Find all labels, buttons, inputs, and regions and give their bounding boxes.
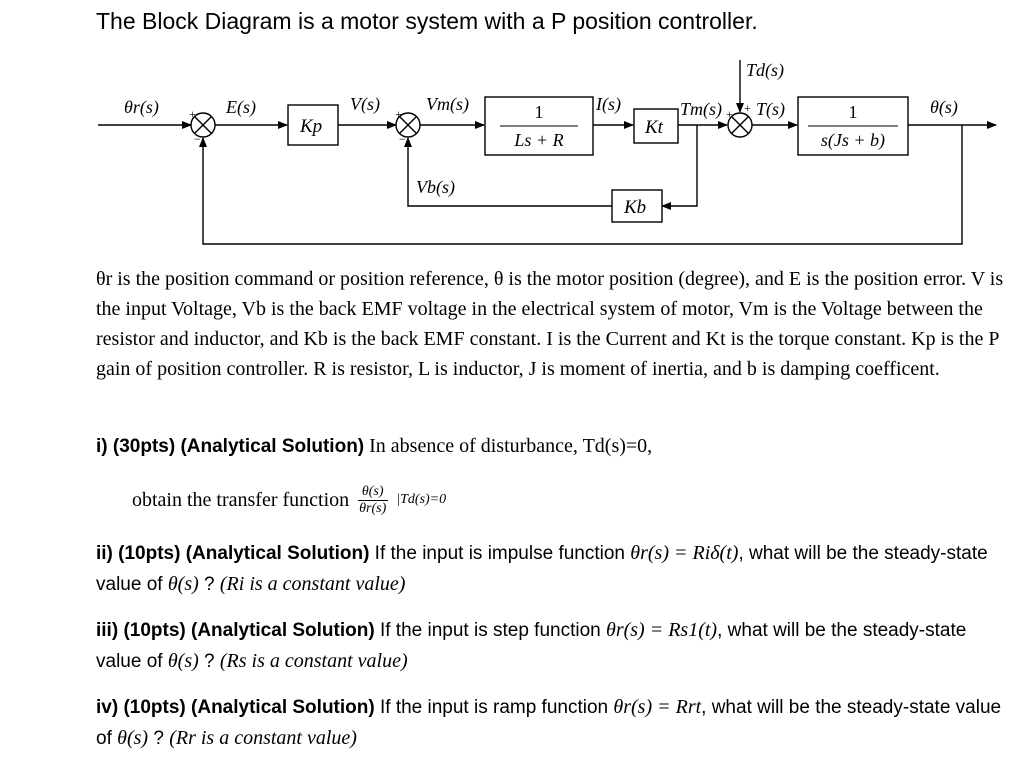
sign-minus-2: − [399,132,406,146]
tf-numerator: θ(s) [357,484,388,501]
tf-denominator: θr(s) [359,500,387,516]
block-diagram: θr(s) E(s) V(s) Vm(s) I(s) Tm(s) T(s) Td… [98,60,997,245]
sign-plus-4: + [744,101,751,115]
question-4-lead: iv) (10pts) (Analytical Solution) [96,697,375,718]
tf-prefix: obtain the transfer function [132,488,350,511]
back-emf-feedback-path [661,125,698,210]
question-4: iv) (10pts) (Analytical Solution) If the… [96,696,1002,749]
label-vm: Vm(s) [426,94,469,115]
mech-numerator: 1 [849,102,858,122]
question-1-text: In absence of disturbance, Td(s)=0, [364,435,653,457]
question-4-input: θr(s) = Rrt [613,696,702,718]
mech-denominator: s(Js + b) [821,130,885,151]
label-vb: Vb(s) [416,177,455,198]
question-2-input: θr(s) = Riδ(t) [630,542,739,564]
electrical-block [484,96,594,156]
sign-plus-3: + [726,107,733,121]
sign-minus-1: − [194,132,201,146]
label-tm: Tm(s) [680,99,722,120]
description-text: θr is the position command or position r… [96,268,1004,380]
label-theta-r: θr(s) [124,97,159,118]
label-i: I(s) [595,94,621,115]
question-2: ii) (10pts) (Analytical Solution) If the… [96,542,988,595]
question-3-lead: iii) (10pts) (Analytical Solution) [96,620,375,641]
label-t: T(s) [756,99,785,120]
tf-fraction: θ(s) θr(s) [355,484,390,517]
sign-plus-1: + [189,107,196,121]
unity-feedback-path [199,125,963,245]
kp-label: Kp [299,116,322,137]
question-3: iii) (10pts) (Analytical Solution) If th… [96,619,967,672]
question-1-lead: i) (30pts) (Analytical Solution) [96,436,365,457]
question-1-transfer-function: obtain the transfer function θ(s) θr(s) … [132,478,446,522]
label-td: Td(s) [746,60,784,81]
page-title: The Block Diagram is a motor system with… [96,8,758,34]
kt-label: Kt [644,117,664,138]
label-e: E(s) [225,97,256,118]
elec-denominator: Ls + R [513,130,563,150]
tf-condition: |Td(s)=0 [396,492,447,507]
question-2-lead: ii) (10pts) (Analytical Solution) [96,543,370,564]
question-1: i) (30pts) (Analytical Solution) In abse… [96,431,1011,462]
question-3-input: θr(s) = Rs1(t) [606,619,718,641]
elec-numerator: 1 [535,102,544,122]
kb-label: Kb [623,197,646,218]
label-theta: θ(s) [930,97,958,118]
kt-block [633,108,679,144]
label-v: V(s) [350,94,380,115]
mechanical-block [797,96,909,156]
sign-plus-2: + [395,107,402,121]
description-paragraph: θr is the position command or position r… [96,264,1011,384]
